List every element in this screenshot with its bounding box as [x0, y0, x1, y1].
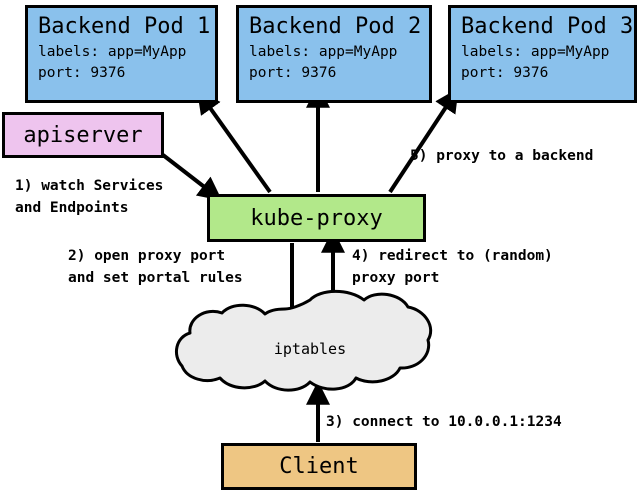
step-4-line-2: proxy port	[352, 270, 440, 286]
step-1-line-2: and Endpoints	[15, 200, 129, 216]
edge-apiserver-to-kubeproxy	[161, 153, 223, 201]
backend-pod-2-port: port: 9376	[249, 65, 337, 81]
step-4-line-1: 4) redirect to (random)	[352, 248, 553, 264]
step-5-line-1: 5) proxy to a backend	[410, 148, 594, 164]
backend-pod-3-title: Backend Pod 3	[461, 14, 634, 39]
step-5-label: 5) proxy to a backend	[410, 145, 593, 167]
client-box[interactable]: Client	[221, 443, 417, 490]
backend-pod-3-box[interactable]: Backend Pod 3 labels: app=MyApp port: 93…	[448, 5, 637, 103]
backend-pod-1-title: Backend Pod 1	[38, 14, 211, 39]
backend-pod-2-box[interactable]: Backend Pod 2 labels: app=MyApp port: 93…	[236, 5, 432, 103]
backend-pod-3-labels: labels: app=MyApp	[461, 44, 610, 60]
step-4-label: 4) redirect to (random) proxy port	[352, 245, 553, 289]
step-3-line-1: 3) connect to 10.0.0.1:1234	[326, 414, 562, 430]
apiserver-box[interactable]: apiserver	[2, 112, 164, 158]
step-1-label: 1) watch Services and Endpoints	[15, 175, 163, 219]
apiserver-label: apiserver	[23, 122, 143, 148]
step-3-label: 3) connect to 10.0.0.1:1234	[326, 411, 562, 433]
step-2-line-2: and set portal rules	[68, 270, 243, 286]
step-2-label: 2) open proxy port and set portal rules	[68, 245, 243, 289]
backend-pod-1-port: port: 9376	[38, 65, 126, 81]
step-2-line-1: 2) open proxy port	[68, 248, 226, 264]
backend-pod-1-box[interactable]: Backend Pod 1 labels: app=MyApp port: 93…	[25, 5, 218, 103]
edge-kubeproxy-to-pod1	[196, 89, 272, 194]
iptables-label: iptables	[273, 340, 347, 358]
backend-pod-2-labels: labels: app=MyApp	[249, 44, 398, 60]
step-1-line-1: 1) watch Services	[15, 178, 164, 194]
backend-pod-3-port: port: 9376	[461, 65, 549, 81]
backend-pod-2-title: Backend Pod 2	[249, 14, 422, 39]
iptables-cloud-shape	[174, 289, 433, 392]
kube-proxy-box[interactable]: kube-proxy	[207, 194, 426, 242]
kube-proxy-label: kube-proxy	[250, 205, 383, 231]
backend-pod-1-labels: labels: app=MyApp	[38, 44, 187, 60]
client-label: Client	[279, 454, 359, 479]
edge-kubeproxy-to-pod3	[388, 87, 459, 194]
